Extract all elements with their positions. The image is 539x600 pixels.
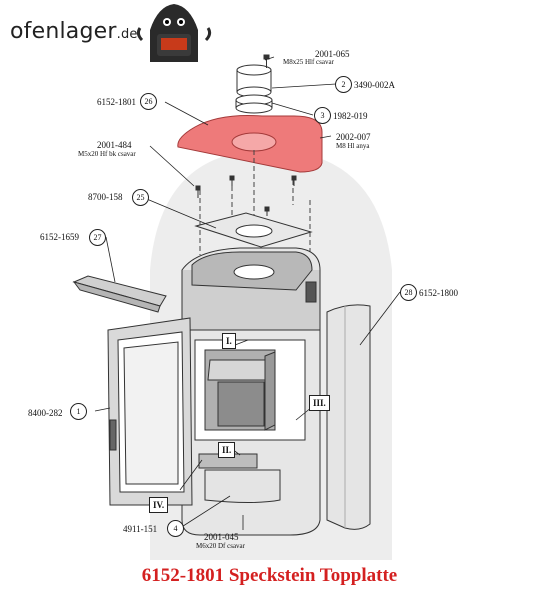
speckstein-topplatte[interactable] [177,115,323,173]
callout-27[interactable]: 27 [89,229,106,246]
section-marker-iv[interactable]: IV. [149,497,169,513]
callout-2[interactable]: 2 [335,76,352,93]
callout-1[interactable]: 1 [70,403,87,420]
callout-4[interactable]: 4 [167,520,184,537]
firebox [194,339,306,503]
page-caption: 6152-1801 Speckstein Topplatte [141,565,398,586]
top-decor-slab [72,275,167,313]
stove-door [107,317,193,506]
label-2001-484: 2001-484 [97,140,132,150]
side-panel [326,304,371,530]
desc-2001-065: M8x25 Hlf csavar [283,58,334,66]
insulation-plate [194,212,313,248]
brand-domain: .de [116,27,138,42]
callout-26[interactable]: 26 [140,93,157,110]
label-6152-1659: 6152-1659 [40,232,79,242]
label-1982-019: 1982-019 [333,111,368,121]
section-marker-iii[interactable]: III. [309,395,330,411]
screws-m5 [195,175,297,216]
desc-2002-007: M8 Hl anya [336,142,370,150]
label-6152-1801: 6152-1801 [97,97,136,107]
section-marker-i[interactable]: I. [222,333,236,349]
desc-2001-045: M6x20 Df csavar [196,542,245,550]
label-8700-158: 8700-158 [88,192,123,202]
brand-name: ofenlager [10,19,117,44]
section-marker-ii[interactable]: II. [218,442,236,458]
callout-28[interactable]: 28 [400,284,417,301]
label-2001-065: 2001-065 [315,49,350,59]
brand-logo: ofenlager.de [10,19,138,44]
logo-stove-icon [136,4,212,62]
label-2001-045: 2001-045 [204,532,239,542]
label-4911-151: 4911-151 [123,524,158,534]
flue-collar [235,64,273,114]
label-2002-007: 2002-007 [336,132,371,142]
desc-2001-484: M5x20 Hf bk csavar [78,150,136,158]
callout-25[interactable]: 25 [132,189,149,206]
callout-3[interactable]: 3 [314,107,331,124]
label-3490-002A: 3490-002A [354,80,395,90]
leader-lines [94,56,401,530]
label-6152-1800: 6152-1800 [419,288,458,298]
label-8400-282: 8400-282 [28,408,63,418]
